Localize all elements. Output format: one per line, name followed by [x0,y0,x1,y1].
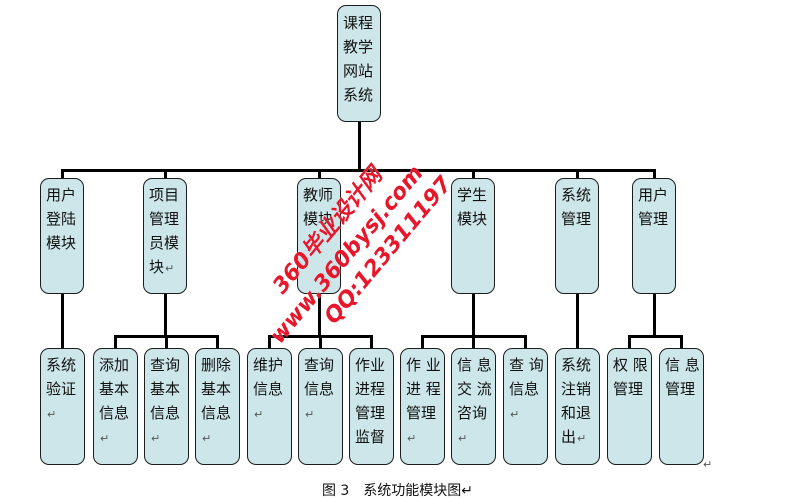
level1-drop [471,170,475,178]
level2-connector [575,294,579,348]
level2-stem [471,294,475,336]
function-node-label: 维护 信息 [253,356,284,398]
function-node: 添加 基本 信息 ↵ [93,348,138,465]
module-node: 教师 模块 [297,178,341,294]
module-node: 学生 模块 [451,178,495,294]
level2-drop [421,336,424,348]
module-node-label: 用户 管理 [638,186,669,228]
function-node-return-mark: ↵ [100,432,110,445]
function-node: 作 业 进 程 管理 ↵ [400,348,445,465]
module-node-return-mark: ↵ [165,262,175,275]
level1-drop [60,170,64,178]
level2-drop [165,336,168,348]
function-node-return-mark: ↵ [202,432,212,445]
function-node: 查询 信息 ↵ [298,348,343,465]
module-node: 用户 管理 [632,178,676,294]
level2-stem [163,294,167,336]
level2-connector [60,294,64,348]
root-node: 课程 教学 网站 系统 [337,5,381,122]
function-node: 系统 验证 ↵ [40,348,85,465]
module-node: 系统 管理 [555,178,599,294]
root-node-label: 课程 教学 网站 系统 [343,14,374,104]
module-node-label: 学生 模块 [457,186,488,228]
level2-drop [114,336,117,348]
function-node-label: 系统 注销 和退 出 [561,356,592,446]
level2-drop [268,336,271,348]
function-node-return-mark: ↵ [151,432,161,445]
function-node-label: 删除 基本 信息 [201,356,232,422]
function-node: 作业 进程 管理 监督 [349,348,394,465]
figure-caption: 图 3 系统功能模块图↵ [321,483,474,499]
function-node: 权 限 管理 [607,348,652,465]
end-return-mark: ↵ [703,458,713,471]
level2-bus [628,334,683,338]
level2-drop [319,336,322,348]
function-node-label: 作业 进程 管理 监督 [355,356,386,446]
level2-drop [472,336,475,348]
function-node-return-mark: ↵ [510,408,520,421]
function-node-return-mark: ↵ [305,408,315,421]
function-node-return-mark: ↵ [407,432,417,445]
function-node-return-mark: ↵ [577,432,587,445]
level1-drop [163,170,167,178]
module-node-label: 项目 管理 员模 块 [149,186,180,276]
function-node-label: 权 限 管理 [613,356,648,398]
function-node: 查询 基本 信息 ↵ [144,348,189,465]
function-node: 维护 信息 ↵ [247,348,292,465]
function-node: 信 息 交 流 咨询 ↵ [451,348,496,465]
function-node-label: 作 业 进 程 管理 [406,356,441,422]
function-node-label: 查询 信息 [304,356,335,398]
level2-drop [524,336,527,348]
level1-drop [652,170,656,178]
function-node: 删除 基本 信息 ↵ [195,348,240,465]
level1-drop [317,170,321,178]
function-node-return-mark: ↵ [458,432,468,445]
level2-drop [628,336,631,348]
level2-drop [680,336,683,348]
level2-drop [216,336,219,348]
function-node-return-mark: ↵ [254,408,264,421]
level1-drop [575,170,579,178]
function-node-label: 信 息 管理 [665,356,700,398]
function-node: 查 询 信息 ↵ [503,348,548,465]
level2-drop [370,336,373,348]
function-node-return-mark: ↵ [47,408,57,421]
function-node-label: 添加 基本 信息 [99,356,130,422]
function-node: 信 息 管理 [659,348,704,465]
module-node-label: 用户 登陆 模块 [46,186,77,252]
root-connector [357,122,361,170]
module-node-label: 系统 管理 [561,186,592,228]
function-node-label: 查询 基本 信息 [150,356,181,422]
level1-bus [60,168,656,172]
level2-stem [652,294,656,336]
level2-stem [317,294,321,336]
module-node-label: 教师 模块 [303,186,334,228]
function-node-label: 信 息 交 流 咨询 [457,356,492,422]
function-node-label: 系统 验证 [46,356,77,398]
function-node-label: 查 询 信息 [509,356,544,398]
module-node: 用户 登陆 模块 [40,178,84,294]
function-node: 系统 注销 和退 出↵ [555,348,600,465]
module-node: 项目 管理 员模 块↵ [143,178,187,294]
